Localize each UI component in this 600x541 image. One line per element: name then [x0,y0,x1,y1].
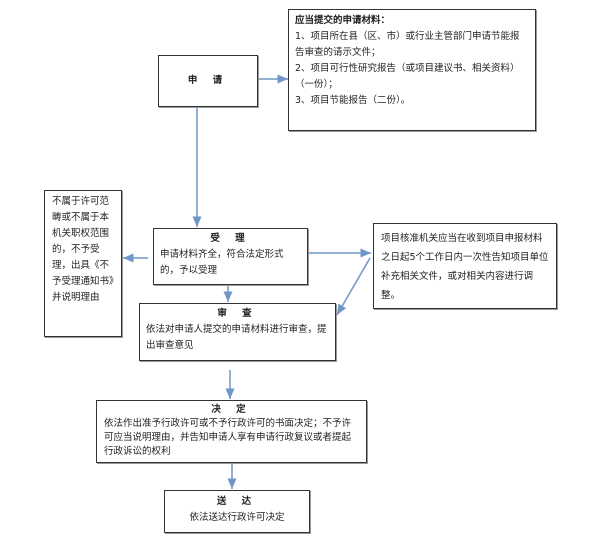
accept-title: 受 理 [210,233,251,244]
delivery-text: 依法送达行政许可决定 [189,512,285,523]
arrow-supplement-to-review [336,257,371,316]
decision-box: 决 定 依法作出准予行政许可或不予行政许可的书面决定；不予许可应当说明理由，并告… [96,400,367,463]
review-text: 依法对申请人提交的申请材料进行审查，提出审查意见 [146,324,327,351]
delivery-title: 送 达 [216,496,258,507]
supplement-text: 项目核准机关应当在收到项目申报材料之日起5个工作日内一次性告知项目单位补充相关文… [381,233,549,301]
decision-title: 决 定 [211,404,252,415]
apply-box: 申 请 [158,55,258,107]
materials-item: 2、项目可行性研究报告（或项目建议书、相关资料）（一份）； [295,63,520,90]
reject-text: 不属于许可范畴或不属于本机关职权范围的，不予受理，出具《不予受理通知书》并说明理… [52,196,114,303]
decision-text: 依法作出准予行政许可或不予行政许可的书面决定；不予许可应当说明理由，并告知申请人… [104,418,352,457]
reject-box: 不属于许可范畴或不属于本机关职权范围的，不予受理，出具《不予受理通知书》并说明理… [44,190,122,337]
delivery-box: 送 达 依法送达行政许可决定 [164,490,310,533]
review-title: 审 查 [217,308,258,319]
review-box: 审 查 依法对申请人提交的申请材料进行审查，提出审查意见 [139,303,336,361]
materials-item: 3、项目节能报告（二份）。 [295,95,411,106]
apply-title: 申 请 [187,75,229,86]
materials-item: 1、项目所在县（区、市）或行业主管部门申请节能报告审查的请示文件； [295,31,520,58]
accept-box: 受 理 申请材料齐全，符合法定形式的，予以受理 [153,228,308,285]
materials-box: 应当提交的申请材料： 1、项目所在县（区、市）或行业主管部门申请节能报告审查的请… [288,9,536,131]
materials-title: 应当提交的申请材料： [295,15,391,26]
accept-text: 申请材料齐全，符合法定形式的，予以受理 [160,249,284,276]
supplement-box: 项目核准机关应当在收到项目申报材料之日起5个工作日内一次性告知项目单位补充相关文… [373,223,557,309]
